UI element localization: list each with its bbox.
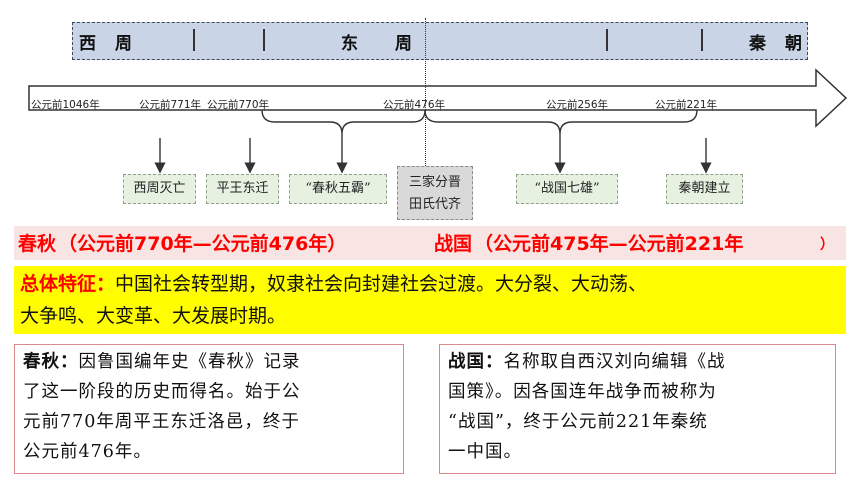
event-xizhou-mie: 西周灭亡 xyxy=(123,174,196,204)
zhanguo-line1: 战国：名称取自西汉刘向编辑《战 xyxy=(448,347,726,377)
period-zhanguo-range: （公元前475年—公元前221年 xyxy=(474,233,744,255)
chunqiu-line3: 元前770年周平王东迁洛邑，终于 xyxy=(23,412,300,432)
timeline-label: 公元前770年 xyxy=(207,99,270,111)
zhanguo-description-box: 战国：名称取自西汉刘向编辑《战 国策》。因各国连年战争而被称为 “战国”，终于公… xyxy=(439,344,836,474)
chunqiu-brace xyxy=(261,109,426,135)
period-heading-row: 春秋 （公元前770年—公元前476年） 战国 （公元前475年—公元前221年… xyxy=(14,226,846,260)
timeline-arrow xyxy=(28,68,848,128)
feature-label: 总体特征： xyxy=(20,273,116,295)
chunqiu-description-box: 春秋：因鲁国编年史《春秋》记录 了这一阶段的历史而得名。始于公 元前770年周平… xyxy=(14,344,404,474)
chunqiu-title: 春秋： xyxy=(23,352,79,372)
period-zhanguo-name: 战国 xyxy=(434,233,473,255)
event-chunqiu-wuba: “春秋五霸” xyxy=(289,174,387,204)
period-chunqiu-name: 春秋 xyxy=(18,233,57,255)
band-eastern-zhou: 东 周 xyxy=(341,34,413,54)
connector-lines xyxy=(154,109,712,174)
timeline-label: 公元前476年 xyxy=(383,99,446,111)
zhanguo-brace xyxy=(424,109,698,135)
timeline-label: 公元前771年 xyxy=(139,99,202,111)
zhanguo-line2: 国策》。因各国连年战争而被称为 xyxy=(448,382,717,402)
event-sanjia: 三家分晋 田氏代齐 xyxy=(397,166,473,220)
center-divider xyxy=(425,18,426,208)
dynasty-band: 西 周 东 周 秦 朝 xyxy=(72,22,808,60)
band-separator xyxy=(193,29,195,51)
feature-line1: 总体特征：中国社会转型期，奴隶社会向封建社会过渡。大分裂、大动荡、 xyxy=(20,269,647,299)
chunqiu-line1: 春秋：因鲁国编年史《春秋》记录 xyxy=(23,347,301,377)
feature-line2: 大争鸣、大变革、大发展时期。 xyxy=(20,305,287,327)
zhanguo-text-1: 名称取自西汉刘向编辑《战 xyxy=(503,352,726,372)
feature-text-1: 中国社会转型期，奴隶社会向封建社会过渡。大分裂、大动荡、 xyxy=(115,273,648,295)
overall-features: 总体特征：中国社会转型期，奴隶社会向封建社会过渡。大分裂、大动荡、 大争鸣、大变… xyxy=(14,266,846,334)
zhanguo-line3: “战国”，终于公元前221年秦统 xyxy=(448,412,708,432)
zhanguo-line4: 一中国。 xyxy=(448,442,522,462)
event-sanjia-line1: 三家分晋 xyxy=(408,175,461,190)
event-pingwang: 平王东迁 xyxy=(206,174,279,204)
event-zhanguo-qixiong: “战国七雄” xyxy=(516,174,618,204)
event-qin-jianli: 秦朝建立 xyxy=(666,174,743,204)
band-separator xyxy=(263,29,265,51)
period-chunqiu-range: （公元前770年—公元前476年） xyxy=(58,233,347,255)
band-western-zhou: 西 周 xyxy=(79,34,133,54)
event-sanjia-line2: 田氏代齐 xyxy=(408,197,461,212)
chunqiu-line2: 了这一阶段的历史而得名。始于公 xyxy=(23,382,301,402)
chunqiu-line4: 公元前476年。 xyxy=(23,442,152,462)
period-zhanguo-close: ） xyxy=(820,237,834,253)
zhanguo-title: 战国： xyxy=(448,352,504,372)
band-qin: 秦 朝 xyxy=(749,34,803,54)
timeline-label: 公元前1046年 xyxy=(31,99,100,111)
timeline-label: 公元前256年 xyxy=(546,99,609,111)
timeline-label: 公元前221年 xyxy=(655,99,718,111)
band-separator xyxy=(701,29,703,51)
band-separator xyxy=(606,29,608,51)
chunqiu-text-1: 因鲁国编年史《春秋》记录 xyxy=(78,352,301,372)
